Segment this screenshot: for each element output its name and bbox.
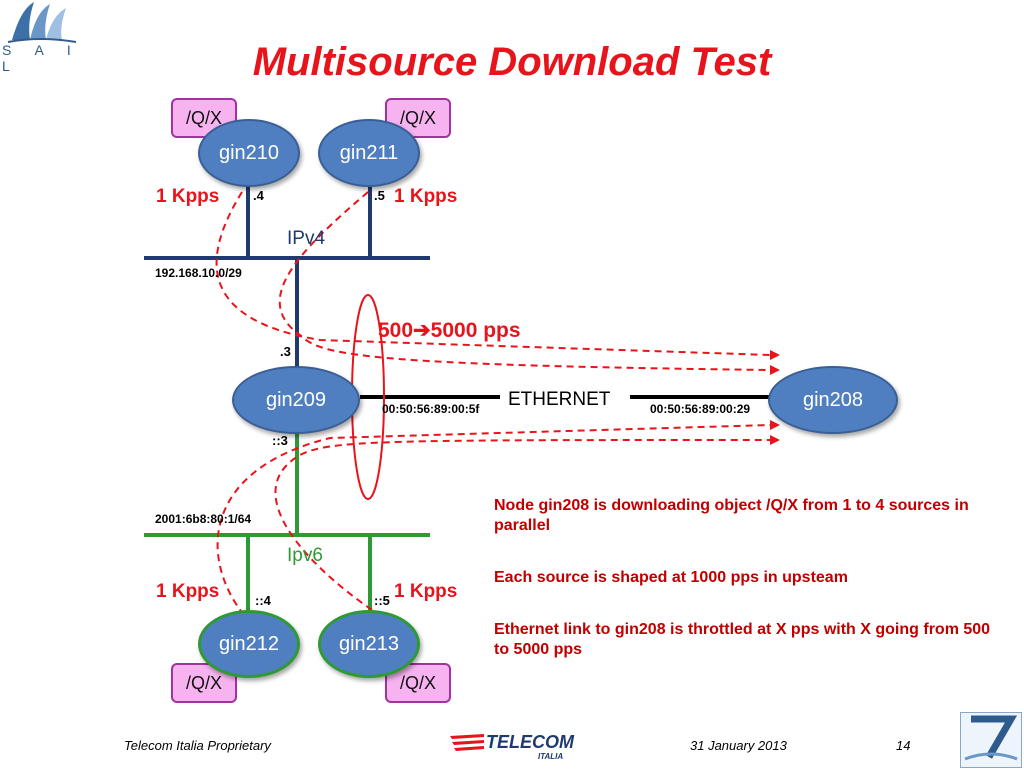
- ipv6-subnet: 2001:6b8:80:1/64: [155, 512, 252, 526]
- flow-arrowhead-4: [770, 435, 780, 445]
- ipv4-addr-gin209: .3: [280, 344, 291, 359]
- flow-gin211: [278, 191, 771, 371]
- ethernet-rate-start: 500: [378, 319, 414, 342]
- sail-logo-text: S A I L: [2, 42, 81, 74]
- ipv4-addr-gin211: .5: [374, 188, 385, 203]
- telecom-logo-text: TELECOM: [486, 732, 575, 752]
- ipv6-addr-gin209: ::3: [272, 433, 288, 448]
- sail-logo-icon: [7, 2, 77, 43]
- ipv6-addr-gin213: ::5: [374, 593, 390, 608]
- node-gin209: gin209: [232, 366, 360, 434]
- flow-gin212: [216, 424, 771, 616]
- note-3: Ethernet link to gin208 is throttled at …: [494, 621, 991, 658]
- fp7-logo-icon: [964, 715, 1018, 761]
- ethernet-rate-range: 500➔5000 pps: [378, 318, 521, 343]
- ipv4-addr-gin210: .4: [253, 188, 264, 203]
- flow-arrowhead-1: [770, 350, 780, 360]
- rate-gin210: 1 Kpps: [156, 186, 220, 207]
- flow-gin210: [215, 191, 771, 356]
- ipv4-label: IPv4: [287, 228, 326, 249]
- rate-gin212: 1 Kpps: [156, 581, 220, 602]
- telecom-italia-logo: TELECOM ITALIA: [450, 728, 575, 762]
- ipv6-addr-gin212: ::4: [255, 593, 271, 608]
- note-1: Node gin208 is downloading object /Q/X f…: [494, 497, 969, 534]
- node-gin208: gin208: [768, 366, 898, 434]
- fp7-logo: [960, 712, 1022, 768]
- node-gin211: gin211: [318, 119, 420, 187]
- node-gin213: gin213: [318, 610, 420, 678]
- flow-arrowhead-3: [770, 420, 780, 430]
- ethernet-rate-end: 5000 pps: [430, 319, 521, 342]
- footer-page-number: 14: [896, 738, 911, 753]
- footer-date: 31 January 2013: [690, 738, 787, 753]
- telecom-italia-logo-icon: TELECOM ITALIA: [450, 732, 575, 761]
- note-2: Each source is shaped at 1000 pps in ups…: [494, 569, 848, 586]
- node-gin210: gin210: [198, 119, 300, 187]
- flow-gin213: [274, 439, 771, 611]
- ipv6-label: Ipv6: [287, 545, 323, 566]
- telecom-logo-subtext: ITALIA: [538, 752, 563, 761]
- node-gin212: gin212: [198, 610, 300, 678]
- ethernet-label: ETHERNET: [508, 389, 611, 410]
- arrow-right-icon: ➔: [413, 319, 431, 342]
- slide-title: Multisource Download Test: [252, 40, 772, 84]
- object-qx-gin210: /Q/X: [171, 98, 237, 138]
- mac-gin209: 00:50:56:89:00:5f: [382, 402, 480, 416]
- flow-arrowhead-2: [770, 365, 780, 375]
- sail-logo: S A I L: [0, 0, 80, 74]
- mac-gin208: 00:50:56:89:00:29: [650, 402, 751, 416]
- rate-gin211: 1 Kpps: [394, 186, 458, 207]
- ipv4-subnet: 192.168.10.0/29: [155, 266, 242, 280]
- footer-proprietary: Telecom Italia Proprietary: [124, 738, 271, 753]
- object-qx-gin211: /Q/X: [385, 98, 451, 138]
- rate-gin213: 1 Kpps: [394, 581, 458, 602]
